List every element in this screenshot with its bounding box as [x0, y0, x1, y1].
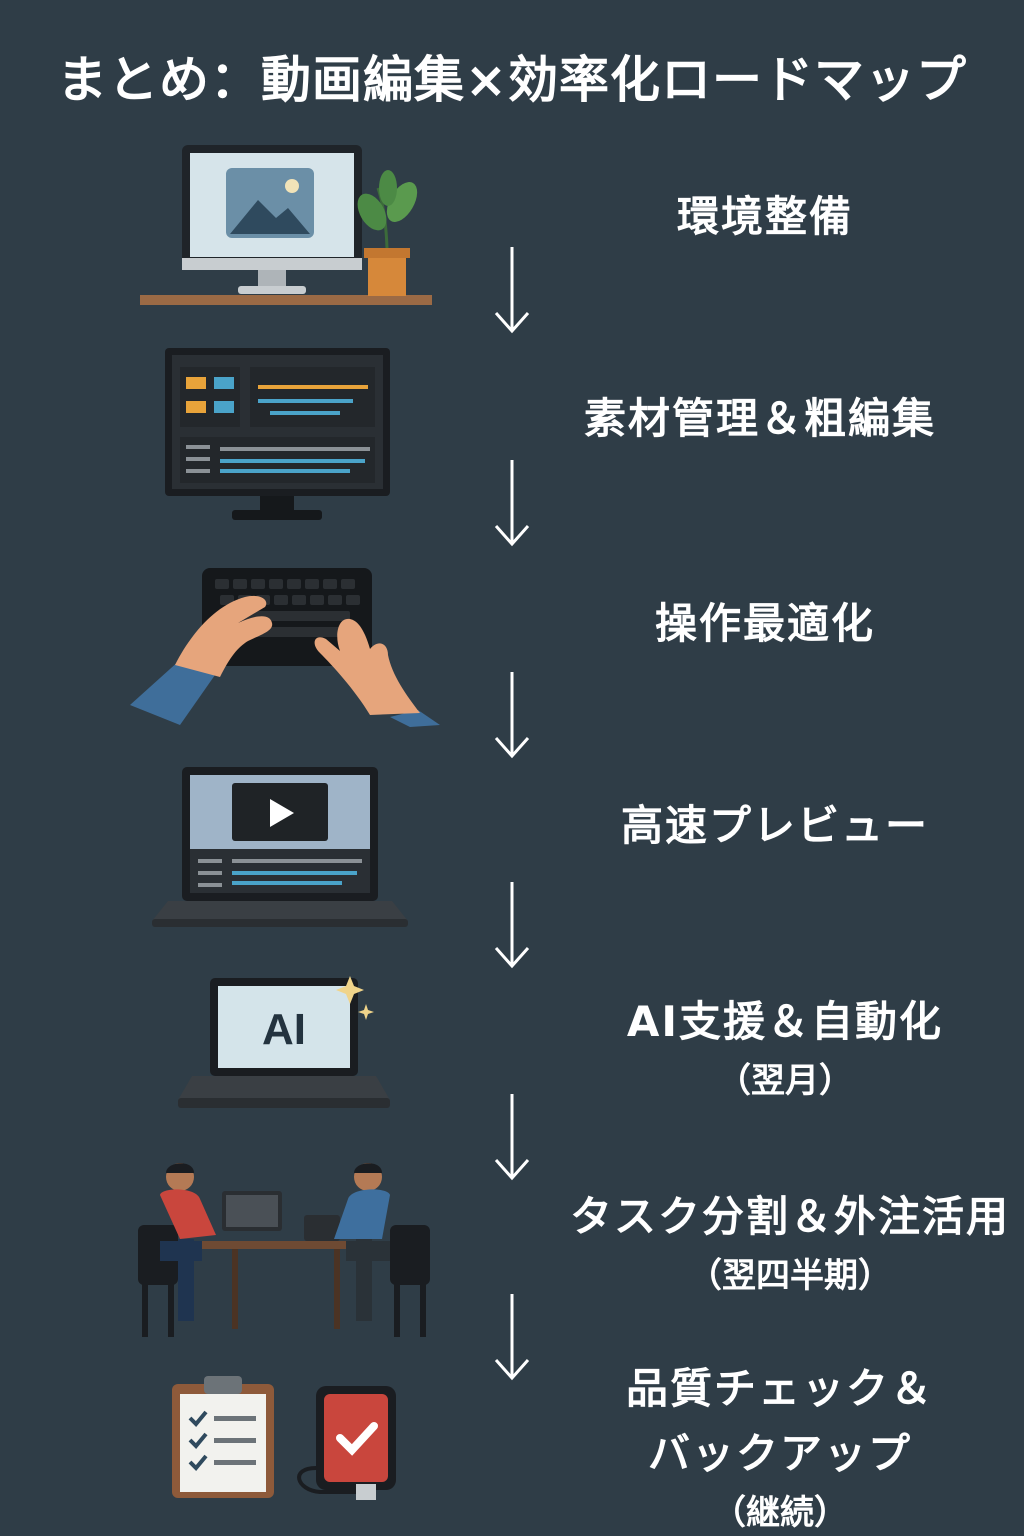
monitor-with-plant-icon [120, 140, 450, 310]
step-2-label: 素材管理＆粗編集 [583, 394, 936, 443]
laptop-play-icon [120, 765, 450, 930]
clipboard-backup-icon [120, 1368, 450, 1508]
step-3-label: 操作最適化 [654, 599, 875, 648]
editing-monitor-icon [120, 345, 450, 525]
team-meeting-icon [120, 1155, 450, 1340]
arrow-down-icon [494, 882, 530, 969]
arrow-down-icon [494, 672, 530, 759]
step-4-label: 高速プレビュー [620, 801, 929, 850]
arrow-down-icon [494, 247, 530, 334]
page-title: まとめ：動画編集×効率化ロードマップ [57, 51, 967, 109]
ai-laptop-text: AI [262, 1005, 306, 1054]
ai-laptop-icon: AI [120, 972, 450, 1117]
arrow-down-icon [494, 1294, 530, 1381]
step-7-label: 品質チェック＆ バックアップ （継続） [625, 1364, 934, 1533]
step-6-label: タスク分割＆外注活用 （翌四半期） [570, 1192, 1011, 1296]
step-1-label: 環境整備 [676, 192, 853, 241]
arrow-down-icon [494, 1094, 530, 1181]
keyboard-hands-icon [120, 565, 450, 730]
step-5-label: AI支援＆自動化 （翌月） [626, 997, 944, 1101]
arrow-down-icon [494, 460, 530, 547]
